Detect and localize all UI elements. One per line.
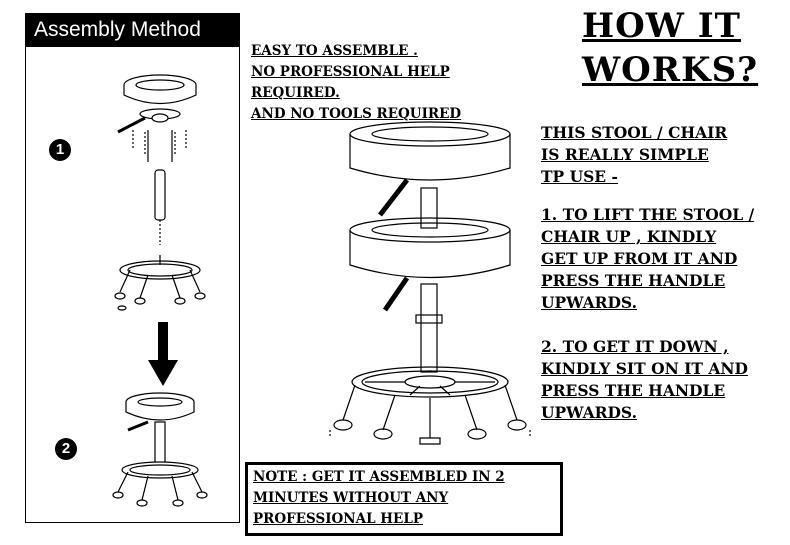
- intro-text: EASY TO ASSEMBLE . NO PROFESSIONAL HELP …: [251, 41, 461, 125]
- title-line: HOW IT: [582, 6, 741, 46]
- note-box: [245, 462, 563, 536]
- intro-line: AND NO TOOLS REQUIRED: [251, 106, 462, 122]
- note-line: PROFESSIONAL HELP: [253, 511, 423, 527]
- arrow-down-icon: [148, 322, 178, 386]
- step1-line: GET UP FROM IT AND: [541, 249, 738, 268]
- how-it-works-title: HOW IT WORKS?: [582, 4, 762, 92]
- step2-line: UPWARDS.: [541, 403, 637, 422]
- assembly-header: Assembly Method: [25, 13, 240, 47]
- intro-line: EASY TO ASSEMBLE .: [251, 43, 418, 59]
- exploded-stool-illustration: [114, 74, 206, 311]
- step1-line: PRESS THE HANDLE: [541, 271, 726, 290]
- stool-height-illustration: [329, 121, 531, 445]
- note-line: MINUTES WITHOUT ANY: [253, 490, 449, 506]
- intro-line: REQUIRED.: [251, 85, 340, 101]
- step1-line: 1. TO LIFT THE STOOL /: [541, 205, 755, 224]
- step1-line: CHAIR UP , KINDLY: [541, 227, 717, 246]
- step-badge-1: 1: [49, 139, 71, 161]
- assembled-stool-illustration: [112, 392, 208, 507]
- how-to-instructions: THIS STOOL / CHAIR IS REALLY SIMPLE TP U…: [541, 122, 754, 424]
- step2-line: 2. TO GET IT DOWN ,: [541, 337, 729, 356]
- note-text: NOTE : GET IT ASSEMBLED IN 2 MINUTES WIT…: [253, 467, 505, 530]
- step2-line: KINDLY SIT ON IT AND: [541, 359, 748, 378]
- step-badge-2: 2: [55, 438, 77, 460]
- subtitle-line: IS REALLY SIMPLE: [541, 145, 709, 164]
- subtitle-line: THIS STOOL / CHAIR: [541, 123, 728, 142]
- step2-line: PRESS THE HANDLE: [541, 381, 726, 400]
- step1-line: UPWARDS.: [541, 293, 637, 312]
- intro-line: NO PROFESSIONAL HELP: [251, 64, 450, 80]
- subtitle-line: TP USE -: [541, 167, 618, 186]
- title-line: WORKS?: [582, 50, 759, 90]
- note-line: NOTE : GET IT ASSEMBLED IN 2: [253, 469, 505, 485]
